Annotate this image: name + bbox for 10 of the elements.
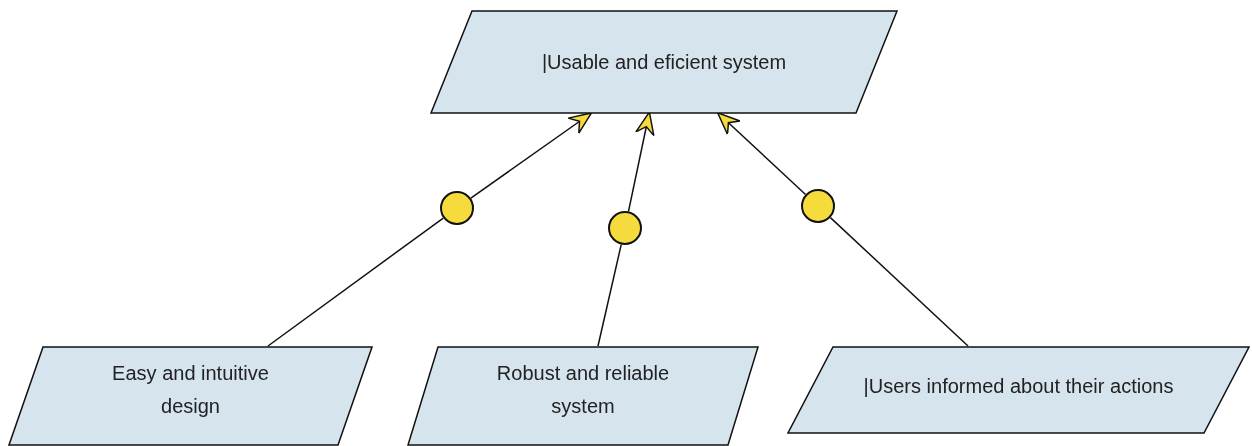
arrow xyxy=(470,112,593,199)
goal-parallelogram xyxy=(8,346,373,446)
goal-text: |Usable and eficient system xyxy=(541,49,787,75)
goal-parallelogram xyxy=(787,346,1250,434)
goal-text: Robust and reliable system xyxy=(495,361,671,419)
goal-text: |Users informed about their actions xyxy=(863,373,1174,399)
goal-parallelogram xyxy=(407,346,759,446)
goal-text: Easy and intuitive design xyxy=(111,361,270,419)
goal-parallelogram xyxy=(430,10,898,114)
arrow xyxy=(716,112,807,196)
